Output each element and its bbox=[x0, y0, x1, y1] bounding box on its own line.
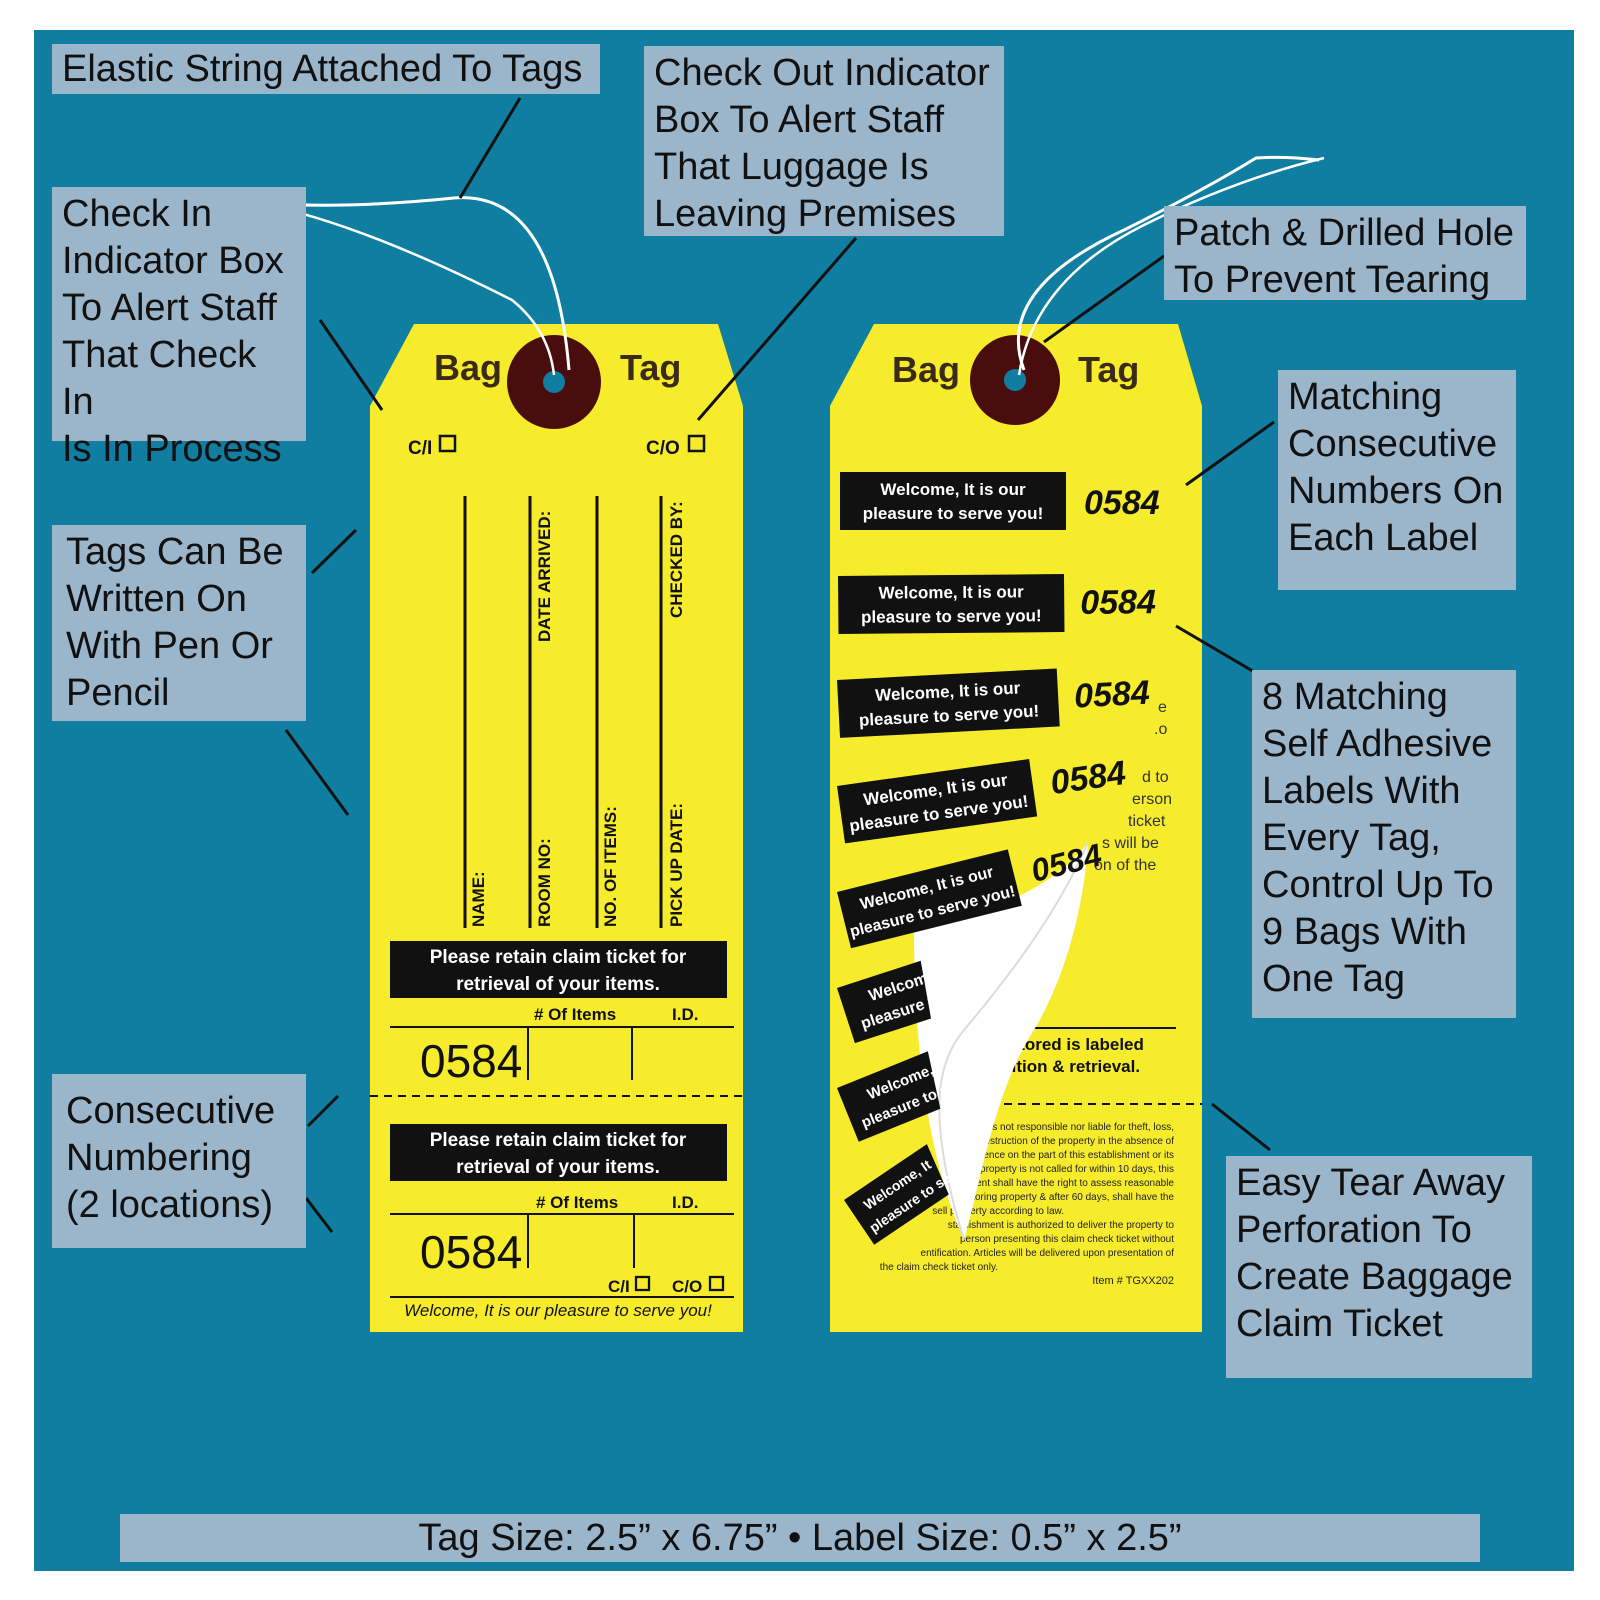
label-2-number: 0584 bbox=[1080, 583, 1156, 622]
ticket-checkout-box[interactable] bbox=[708, 1275, 725, 1292]
checkout-box[interactable] bbox=[687, 434, 706, 453]
items-label: # Of Items bbox=[534, 1005, 616, 1024]
callout-check-out-indicator: Check Out Indicator Box To Alert Staff T… bbox=[644, 46, 1004, 236]
retain-note-4: retrieval of your items. bbox=[456, 1157, 660, 1178]
callout-elastic-string: Elastic String Attached To Tags bbox=[52, 44, 600, 94]
label-6[interactable]: Welcom pleasure t bbox=[837, 960, 940, 1044]
items-label-lower: # Of Items bbox=[536, 1193, 618, 1212]
tag-back: Bag Tag e .o d to erson ticket s will be… bbox=[830, 324, 1202, 1332]
ticket-co-label: C/O bbox=[672, 1277, 702, 1296]
tag-front-body bbox=[370, 324, 743, 1332]
callout-patch-hole: Patch & Drilled Hole To Prevent Tearing bbox=[1164, 206, 1526, 301]
ticket-checkin-box[interactable] bbox=[634, 1275, 651, 1292]
fine-print-5: ment shall have the right to assess reas… bbox=[968, 1178, 1175, 1189]
tag-number-upper: 0584 bbox=[420, 1035, 522, 1087]
label-1-line-1: Welcome, It is our bbox=[880, 480, 1026, 499]
peeled-backing bbox=[914, 842, 1088, 1240]
drilled-hole bbox=[543, 371, 565, 393]
callout-adhesive-labels: 8 Matching Self Adhesive Labels With Eve… bbox=[1252, 670, 1516, 1018]
tag-number-lower: 0584 bbox=[420, 1226, 522, 1278]
tag-back-word-bag: Bag bbox=[892, 349, 960, 390]
fine-print-6: for storing property & after 60 days, sh… bbox=[953, 1192, 1175, 1203]
elastic-string-front bbox=[251, 196, 571, 371]
under-text-2: .o bbox=[1154, 721, 1167, 738]
label-3-number: 0584 bbox=[1073, 674, 1151, 716]
fine-print-3: gence on the part of this establishment … bbox=[978, 1150, 1174, 1161]
welcome-footer: Welcome, It is our pleasure to serve you… bbox=[404, 1301, 712, 1320]
field-no-of-items: NO. OF ITEMS: bbox=[601, 806, 620, 927]
under-text-5: ticket bbox=[1128, 813, 1166, 830]
id-label-lower: I.D. bbox=[672, 1193, 698, 1212]
fine-print-9: person presenting this claim check ticke… bbox=[960, 1234, 1174, 1245]
drilled-hole-back bbox=[1004, 369, 1026, 391]
checkin-box-label: C/I bbox=[408, 438, 432, 459]
under-text-4: erson bbox=[1132, 791, 1172, 808]
tag-front-word-bag: Bag bbox=[434, 347, 502, 388]
fine-print-8: stablishment is authorized to deliver th… bbox=[948, 1220, 1175, 1231]
label-1[interactable]: Welcome, It is our pleasure to serve you… bbox=[840, 472, 1160, 530]
label-2-line-2: pleasure to serve you! bbox=[861, 606, 1042, 627]
fine-print-11: the claim check ticket only. bbox=[880, 1262, 998, 1273]
retain-note-3: Please retain claim ticket for bbox=[430, 1130, 687, 1151]
field-room-no: ROOM NO: bbox=[535, 838, 554, 927]
callout-check-in-indicator: Check In Indicator Box To Alert Staff Th… bbox=[52, 187, 306, 470]
under-text-6: s will be bbox=[1102, 835, 1159, 852]
background-panel: Bag Tag C/I C/O NAME: ROOM NO: NO. OF IT… bbox=[34, 30, 1574, 1571]
retain-note-1: Please retain claim ticket for bbox=[430, 947, 687, 968]
tag-back-word-tag: Tag bbox=[1078, 349, 1139, 390]
tag-front-word-tag: Tag bbox=[620, 347, 681, 388]
callout-written-on: Tags Can Be Written On With Pen Or Penci… bbox=[52, 525, 306, 721]
item-number: Item # TGXX202 bbox=[1092, 1275, 1174, 1287]
size-footer: Tag Size: 2.5” x 6.75” • Label Size: 0.5… bbox=[120, 1514, 1480, 1562]
label-1-number: 0584 bbox=[1084, 484, 1160, 522]
artwork: Bag Tag C/I C/O NAME: ROOM NO: NO. OF IT… bbox=[251, 97, 1325, 1332]
label-1-line-2: pleasure to serve you! bbox=[863, 504, 1043, 523]
checkin-box[interactable] bbox=[438, 434, 457, 453]
callout-consecutive-numbering: Consecutive Numbering (2 locations) bbox=[52, 1074, 306, 1248]
label-2[interactable]: Welcome, It is our pleasure to serve you… bbox=[838, 573, 1156, 634]
elastic-string-back bbox=[1016, 155, 1320, 371]
fine-print-10: entification. Articles will be delivered… bbox=[921, 1248, 1175, 1259]
tag-front: Bag Tag C/I C/O NAME: ROOM NO: NO. OF IT… bbox=[370, 324, 743, 1332]
checkout-box-label: C/O bbox=[646, 438, 680, 459]
id-label: I.D. bbox=[672, 1005, 698, 1024]
field-checked-by: CHECKED BY: bbox=[667, 501, 686, 618]
field-pick-up-date: PICK UP DATE: bbox=[667, 803, 686, 927]
retain-note-2: retrieval of your items. bbox=[456, 974, 660, 995]
under-text-3: d to bbox=[1142, 769, 1169, 786]
callout-tear-away: Easy Tear Away Perforation To Create Bag… bbox=[1226, 1156, 1532, 1378]
field-date-arrived: DATE ARRIVED: bbox=[535, 511, 554, 642]
field-name: NAME: bbox=[469, 871, 488, 927]
under-text-1: e bbox=[1158, 699, 1167, 716]
callout-matching-numbers: Matching Consecutive Numbers On Each Lab… bbox=[1278, 370, 1516, 590]
fine-print-7: sell property according to law. bbox=[932, 1206, 1064, 1217]
under-text-7: on of the bbox=[1094, 857, 1156, 874]
fine-print-1: ment is not responsible nor liable for t… bbox=[965, 1122, 1174, 1133]
fine-print-2: estruction of the property in the absenc… bbox=[984, 1136, 1174, 1147]
fine-print-4: If property is not called for within 10 … bbox=[972, 1164, 1174, 1175]
label-3[interactable]: Welcome, It is our pleasure to serve you… bbox=[837, 664, 1151, 738]
ticket-ci-label: C/I bbox=[608, 1277, 630, 1296]
label-2-line-1: Welcome, It is our bbox=[878, 582, 1024, 602]
label-7[interactable]: Welcome, pleasure to s bbox=[837, 1050, 954, 1142]
